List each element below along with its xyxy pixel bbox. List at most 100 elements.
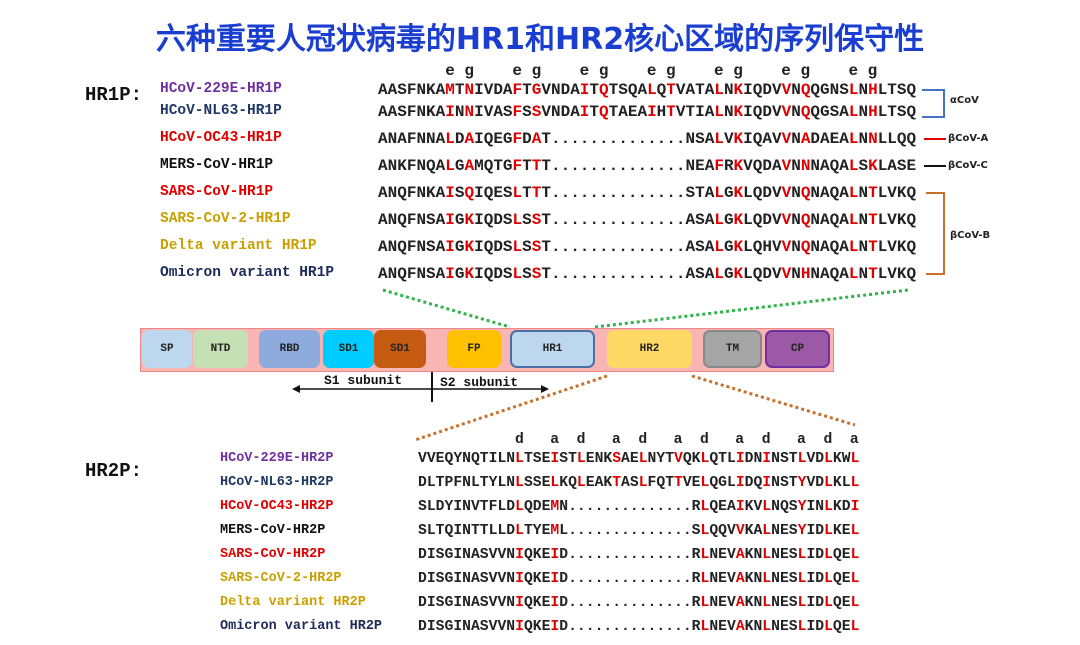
conserved-residue: l bbox=[762, 499, 772, 515]
conserved-residue: g bbox=[531, 81, 542, 99]
conserved-residue: l bbox=[714, 265, 724, 283]
group-alpha-cov: αCoV bbox=[950, 95, 979, 106]
conserved-residue: h bbox=[800, 265, 811, 283]
conserved-residue: k bbox=[464, 211, 475, 229]
conserved-residue: s bbox=[531, 265, 542, 283]
conserved-residue: i bbox=[445, 103, 455, 121]
conserved-residue: a bbox=[735, 571, 745, 587]
species-name: SARS-CoV-HR1P bbox=[160, 184, 274, 200]
conserved-residue: l bbox=[850, 595, 860, 611]
conserved-residue: m bbox=[550, 523, 560, 539]
conserved-residue: l bbox=[762, 595, 772, 611]
conserved-residue: f bbox=[512, 157, 523, 175]
conserved-residue: l bbox=[762, 547, 772, 563]
conserved-residue: m bbox=[445, 81, 455, 99]
sequence: DISGINASVVNiQKEiD..............RlNEVaKNl… bbox=[418, 595, 860, 611]
alpha-bracket bbox=[922, 89, 945, 118]
hr2-label: HR2P: bbox=[85, 460, 143, 482]
figure-title: 六种重要人冠状病毒的HR1和HR2核心区域的序列保守性 bbox=[155, 22, 925, 57]
conserved-residue: l bbox=[714, 238, 724, 256]
conserved-residue: i bbox=[735, 499, 745, 515]
conserved-residue: l bbox=[824, 475, 833, 491]
group-beta-cov-c: βCoV-C bbox=[948, 160, 988, 171]
conserved-residue: i bbox=[550, 595, 560, 611]
domain-fp: FP bbox=[447, 330, 501, 368]
domain-hr2: HR2 bbox=[607, 330, 692, 368]
s2-subunit-label: S2 subunit bbox=[440, 375, 519, 390]
conserved-residue: i bbox=[579, 103, 590, 121]
conserved-residue: l bbox=[647, 81, 657, 99]
conserved-residue: l bbox=[762, 619, 772, 635]
sequence: ANQFNSAiGkIQDSlSsT..............ASAlGkLQ… bbox=[378, 265, 917, 283]
conserved-residue: v bbox=[781, 130, 792, 148]
conserved-residue: v bbox=[781, 103, 792, 121]
conserved-residue: l bbox=[700, 619, 710, 635]
species-name: Omicron variant HR1P bbox=[160, 265, 335, 281]
conserved-residue: l bbox=[824, 619, 833, 635]
conserved-residue: f bbox=[512, 103, 523, 121]
species-name: SARS-CoV-2-HR1P bbox=[160, 211, 291, 227]
conserved-residue: l bbox=[848, 184, 859, 202]
conserved-residue: s bbox=[531, 238, 542, 256]
sequence: ANQFNKAiSqIQESlTtT..............STAlGkLQ… bbox=[378, 184, 917, 202]
conserved-residue: t bbox=[868, 211, 878, 229]
conserved-residue: l bbox=[824, 523, 833, 539]
species-name: SARS-CoV-2-HR2P bbox=[220, 571, 342, 586]
conserved-residue: l bbox=[445, 130, 455, 148]
domain-sd1: SD1 bbox=[323, 330, 374, 368]
conserved-residue: f bbox=[512, 130, 523, 148]
species-name: HCoV-NL63-HR2P bbox=[220, 475, 334, 490]
conserved-residue: l bbox=[850, 475, 860, 491]
conserved-residue: t bbox=[612, 475, 622, 491]
s2-arrow-icon bbox=[541, 385, 549, 393]
domain-hr1: HR1 bbox=[510, 330, 595, 368]
conserved-residue: l bbox=[848, 238, 859, 256]
domain-rbd: RBD bbox=[259, 330, 320, 368]
conserved-residue: l bbox=[850, 619, 860, 635]
conserved-residue: l bbox=[714, 130, 724, 148]
conserved-residue: i bbox=[850, 499, 860, 515]
conserved-residue: l bbox=[848, 265, 859, 283]
conserved-residue: k bbox=[733, 130, 744, 148]
conserved-residue: l bbox=[824, 595, 833, 611]
conserved-residue: l bbox=[515, 499, 524, 515]
conserved-residue: l bbox=[797, 571, 807, 587]
conserved-residue: y bbox=[797, 523, 807, 539]
conserved-residue: n bbox=[464, 81, 475, 99]
sequence: ANKFNQAlGaMQTGfTtT..............NEAfRkVQ… bbox=[378, 157, 917, 175]
species-name: Omicron variant HR2P bbox=[220, 619, 383, 634]
sequence: DLTPFNLTYLNlSSElKQlEAKtASlFQTtVElQGLiDQi… bbox=[418, 475, 860, 491]
conserved-residue: i bbox=[762, 451, 772, 467]
conserved-residue: l bbox=[850, 523, 860, 539]
conserved-residue: q bbox=[800, 81, 811, 99]
conserved-residue: l bbox=[700, 523, 710, 539]
conserved-residue: v bbox=[781, 157, 792, 175]
hr1-heptad-positions: e g e g e g e g e g e g e g bbox=[378, 62, 878, 80]
conserved-residue: l bbox=[848, 157, 859, 175]
conserved-residue: l bbox=[714, 211, 724, 229]
conserved-residue: l bbox=[850, 547, 860, 563]
conserved-residue: n bbox=[868, 130, 878, 148]
species-name: SARS-CoV-HR2P bbox=[220, 547, 326, 562]
conserved-residue: i bbox=[735, 451, 745, 467]
conserved-residue: s bbox=[612, 451, 622, 467]
conserved-residue: l bbox=[700, 451, 710, 467]
species-name: HCoV-OC43-HR2P bbox=[220, 499, 334, 514]
conserved-residue: i bbox=[515, 547, 524, 563]
conserved-residue: v bbox=[674, 451, 683, 467]
species-name: Delta variant HR2P bbox=[220, 595, 366, 610]
sequence: AASFNKAiNnIVASfSsVNDAiTqTAEAiHtVTIAlNkIQ… bbox=[378, 103, 917, 121]
conserved-residue: t bbox=[666, 103, 676, 121]
hr2-heptad-positions: d a d a d a d a d a d a bbox=[418, 432, 859, 448]
hr1-label: HR1P: bbox=[85, 84, 143, 106]
sequence: DISGINASVVNiQKEiD..............RlNEVaKNl… bbox=[418, 571, 860, 587]
conserved-residue: l bbox=[445, 157, 455, 175]
conserved-residue: t bbox=[868, 184, 878, 202]
conserved-residue: l bbox=[515, 475, 524, 491]
conserved-residue: l bbox=[797, 595, 807, 611]
sequence: AASFNKAmTnIVDAfTgVNDAiTqTSQAlQtVATAlNkIQ… bbox=[378, 81, 917, 99]
conserved-residue: v bbox=[781, 211, 792, 229]
domain-tm: TM bbox=[703, 330, 762, 368]
sequence: ANQFNSAiGkIQDSlSsT..............ASAlGkLQ… bbox=[378, 211, 917, 229]
